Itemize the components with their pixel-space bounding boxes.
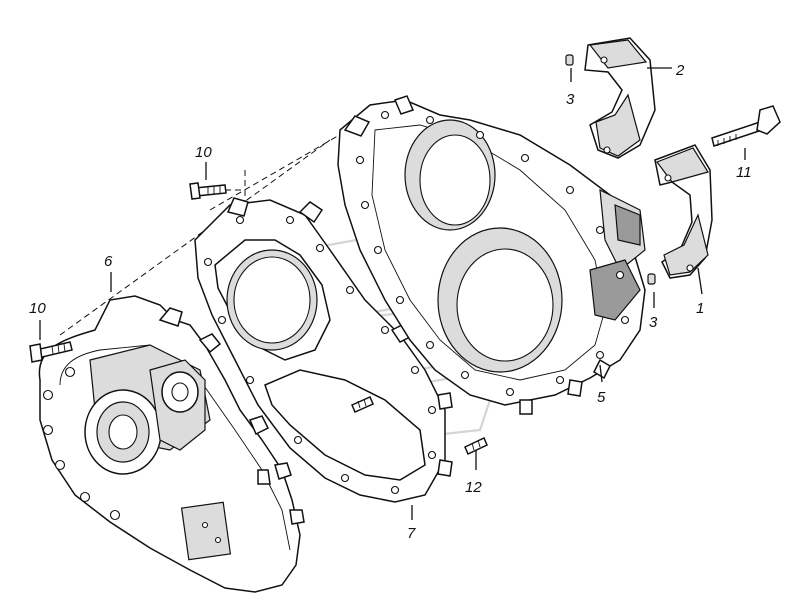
callout-2: 2 xyxy=(675,62,685,79)
front-cover-bolt-holes xyxy=(42,366,222,544)
bearing-cap-part-2 xyxy=(584,37,656,159)
bolt-part-11 xyxy=(711,105,781,147)
bolt-part-10-lower xyxy=(29,341,73,363)
callout-7: 7 xyxy=(407,525,416,542)
callout-10-upper: 10 xyxy=(195,144,212,161)
front-cover-lugs xyxy=(158,307,305,525)
callout-5: 5 xyxy=(597,389,606,406)
bolt-part-10-upper xyxy=(189,182,227,200)
dowel-pin-part-3-lower xyxy=(647,273,656,285)
callout-11: 11 xyxy=(736,164,752,181)
callout-3-lower: 3 xyxy=(649,314,658,331)
leader-lines xyxy=(39,67,746,520)
callout-6: 6 xyxy=(104,253,113,270)
gasket-lugs xyxy=(226,197,453,485)
gasket-part-7 xyxy=(194,197,453,503)
callout-1: 1 xyxy=(696,300,704,317)
stud-part-12-a xyxy=(351,396,374,413)
gasket-holes xyxy=(203,215,437,495)
callout-labels: 1 2 3 3 5 6 7 10 10 11 12 xyxy=(29,62,752,542)
callout-12: 12 xyxy=(465,479,482,496)
main-housing-lugs xyxy=(343,95,611,415)
front-cover-part-6 xyxy=(38,295,305,593)
main-housing-part-5 xyxy=(337,95,646,415)
callout-3-upper: 3 xyxy=(566,91,575,108)
callout-10-lower: 10 xyxy=(29,300,46,317)
main-housing-holes xyxy=(355,110,630,397)
stud-part-12-b xyxy=(464,436,488,456)
bearing-cap-part-1 xyxy=(654,144,713,279)
dowel-pin-part-3-upper xyxy=(565,54,574,66)
